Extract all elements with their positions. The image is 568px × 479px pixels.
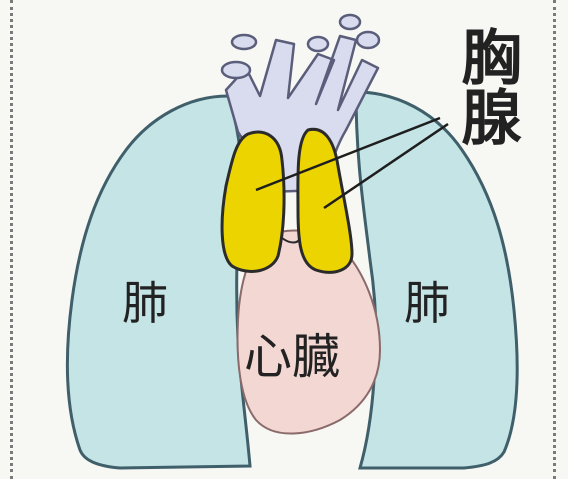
vessel-end-3 <box>308 37 328 51</box>
heart-label: 心臓 <box>244 333 340 381</box>
thymus-right-lobe <box>298 129 352 272</box>
right-lung-label: 肺 <box>404 280 450 326</box>
vessel-end-4 <box>340 15 360 29</box>
thymus-label: 胸腺 <box>456 26 516 146</box>
vessel-end-1 <box>222 62 250 78</box>
vessel-end-5 <box>357 32 379 48</box>
vessel-end-2 <box>232 35 256 49</box>
left-lung-label: 肺 <box>122 280 168 326</box>
